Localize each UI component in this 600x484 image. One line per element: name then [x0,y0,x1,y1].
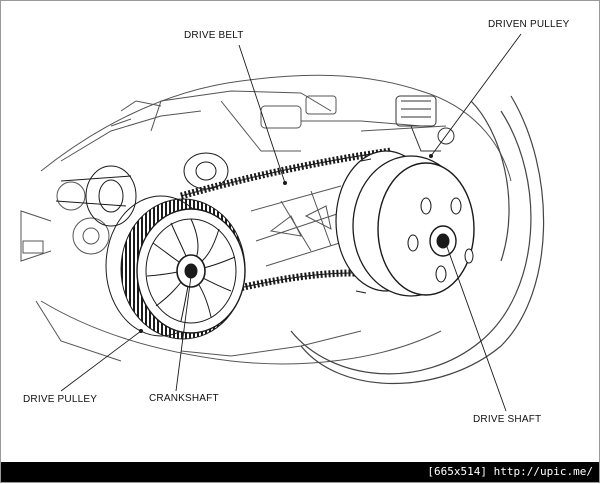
leader-lines [60,33,522,412]
driven-pulley [335,150,475,297]
leader-dots [139,154,448,333]
drive-shaft-leader [445,243,507,412]
crankshaft-leader [175,275,192,392]
crankshaft-label: CRANKSHAFT [149,393,219,404]
drive-pulley [105,195,246,340]
belt-case-ribs [250,185,347,267]
engine-casing [20,74,512,365]
shock-absorber [395,95,455,152]
driven-pulley-leader [430,33,522,157]
drive-pulley-leader [60,330,142,392]
watermark-text: [665x514] http://upic.me/ [427,465,593,478]
watermark-bar: [665x514] http://upic.me/ [1,462,599,482]
drive-belt-leader [238,44,286,184]
starter-gear [55,152,229,227]
drive-belt-label: DRIVE BELT [184,30,244,41]
drive-pulley-label: DRIVE PULLEY [23,394,98,405]
driven-pulley-label: DRIVEN PULLEY [488,19,570,30]
drive-shaft-label: DRIVE SHAFT [473,414,542,425]
